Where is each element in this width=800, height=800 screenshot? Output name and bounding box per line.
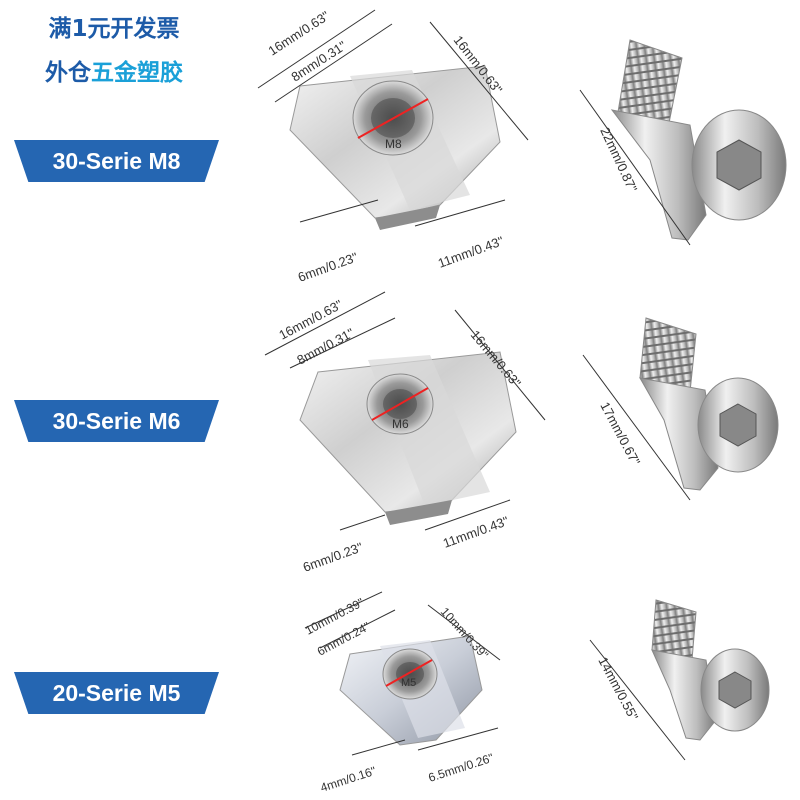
s3-thread: M5 — [401, 677, 416, 689]
s1-height: 6mm/0.23" — [296, 249, 360, 285]
s3-base: 6.5mm/0.26" — [427, 751, 496, 785]
screw-17mm — [639, 317, 779, 491]
t-nut-m5 — [339, 635, 483, 746]
header-line-2-b: 五金塑胶 — [91, 60, 183, 86]
s1-thread: M8 — [385, 137, 402, 151]
t-nut-m8 — [289, 65, 501, 230]
s2-thread: M6 — [392, 417, 409, 431]
screw-22mm — [610, 39, 787, 241]
s2-screw-length: 17mm/0.67" — [597, 399, 643, 468]
s3-height: 4mm/0.16" — [319, 764, 378, 795]
series-banner-30-m8: 30-Serie M8 — [14, 140, 219, 182]
header-line-2-a: 外仓 — [45, 60, 91, 86]
s2-base: 11mm/0.43" — [441, 513, 511, 551]
series-banner-30-m6: 30-Serie M6 — [14, 400, 219, 442]
s2-height: 6mm/0.23" — [301, 539, 365, 575]
header-line-2: 外仓五金塑胶 — [14, 58, 214, 88]
header-line-1: 满1元开发票 — [48, 16, 180, 42]
s1-base: 11mm/0.43" — [436, 233, 506, 271]
screw-14mm — [651, 599, 770, 741]
dimension-lines — [257, 9, 691, 761]
s3-screw-length: 14mm/0.55" — [595, 654, 641, 723]
t-nut-m6 — [299, 351, 517, 525]
series-banner-20-m5: 20-Serie M5 — [14, 672, 219, 714]
